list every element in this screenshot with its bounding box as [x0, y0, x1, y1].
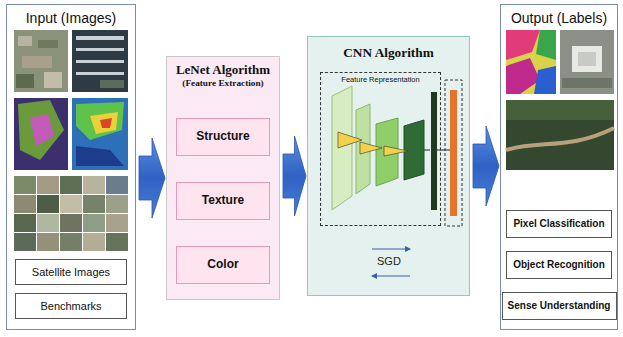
- panel-ground: [166, 56, 280, 300]
- panel-title: Feature Representation: [321, 76, 440, 85]
- panel-title: Input (Images): [7, 10, 135, 26]
- box-label: Texture: [202, 194, 244, 208]
- box-label: Sense Understanding: [508, 300, 611, 312]
- panel-title: LeNet Algorithm: [167, 63, 279, 78]
- output-panel: Output (Labels) Pixel ClassificationObjec…: [500, 4, 618, 330]
- optimizer-label: SGD: [377, 255, 401, 267]
- feature-box: Color: [176, 246, 270, 284]
- input-label-box: Benchmarks: [15, 293, 127, 319]
- block-arrow: [139, 138, 165, 218]
- output-label-box: Pixel Classification: [506, 210, 612, 238]
- cnn-layers: [332, 80, 462, 276]
- panel-title: (Feature Extraction): [167, 78, 279, 89]
- block-arrow: [473, 126, 499, 206]
- box-label: Pixel Classification: [513, 218, 604, 230]
- feature-box: Structure: [176, 118, 270, 156]
- panel-title: CNN Algorithm: [308, 45, 469, 60]
- panel-ground: [307, 36, 470, 296]
- output-label-box: Object Recognition: [506, 251, 612, 279]
- feature-region: Feature Representation: [320, 72, 441, 226]
- benchmark-mosaic: [14, 176, 128, 251]
- lenet-panel: LeNet Algorithm(Feature Extraction) Struc…: [166, 56, 280, 300]
- input-panel: Input (Images) Satellite ImagesBenchmarks: [6, 4, 136, 330]
- satellite-images: [14, 30, 128, 170]
- box-label: Color: [207, 258, 238, 272]
- box-label: Benchmarks: [40, 300, 101, 313]
- label-images: [506, 30, 614, 170]
- block-arrow: [283, 136, 306, 216]
- panel-title: Output (Labels): [501, 10, 617, 26]
- box-label: Structure: [196, 130, 249, 144]
- input-label-box: Satellite Images: [15, 259, 127, 285]
- feature-box: Texture: [176, 182, 270, 220]
- box-label: Object Recognition: [513, 259, 605, 271]
- box-label: Satellite Images: [32, 266, 110, 279]
- output-label-box: Sense Understanding: [502, 292, 617, 320]
